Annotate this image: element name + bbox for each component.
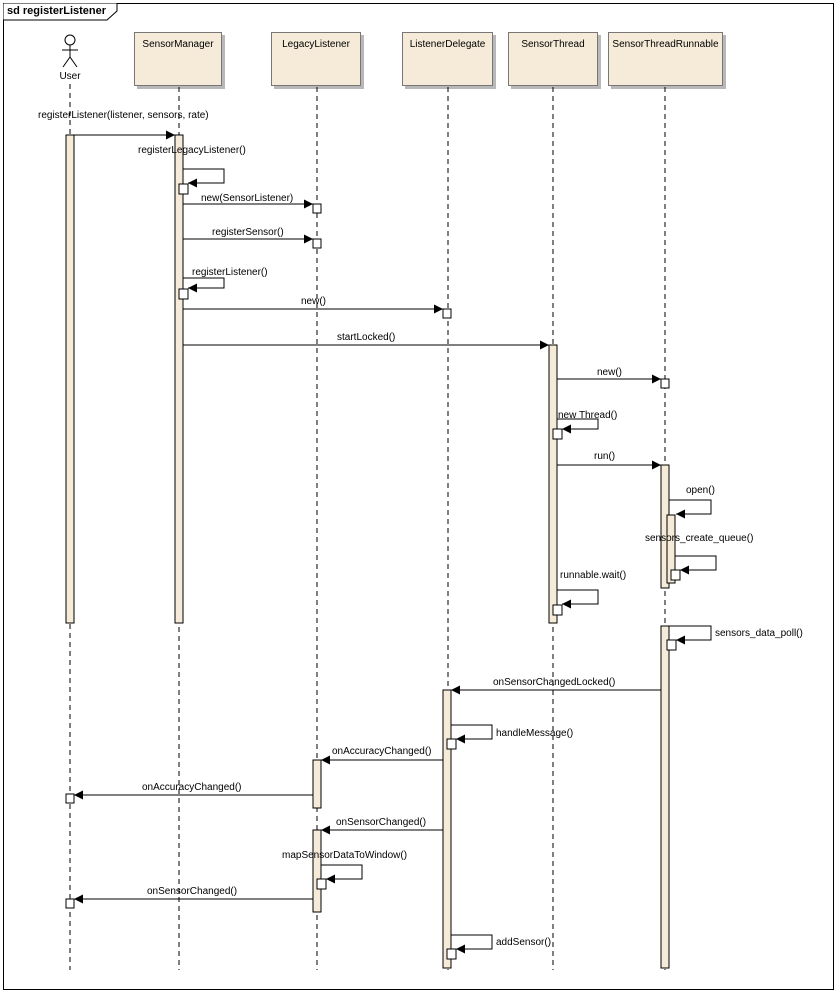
message-label: new Thread() — [558, 410, 617, 421]
message-label: runnable.wait() — [560, 570, 626, 581]
lifeline-legacy-listener[interactable]: LegacyListener — [271, 32, 361, 86]
self-message-arrow — [451, 724, 493, 744]
activation-box — [552, 604, 563, 616]
user-actor-icon — [62, 34, 78, 68]
activation-bar — [442, 689, 452, 969]
actor-label: User — [59, 71, 81, 82]
message-label: registerListener(listener, sensors, rate… — [38, 110, 209, 121]
self-message-arrow — [321, 864, 363, 884]
message-label: new() — [597, 367, 622, 378]
self-message-arrow — [669, 499, 712, 519]
message-label: registerListener() — [192, 267, 268, 278]
lifeline-sensor-manager[interactable]: SensorManager — [134, 32, 222, 86]
self-message-arrow — [669, 625, 712, 645]
activation-box — [666, 639, 677, 651]
self-message-arrow — [183, 168, 225, 188]
message-label: mapSensorDataToWindow() — [282, 850, 407, 861]
self-message-arrow — [557, 589, 599, 609]
activation-bar — [65, 134, 75, 624]
message-label: onSensorChanged() — [336, 817, 426, 828]
self-message-arrow — [451, 934, 493, 954]
activation-box — [552, 428, 563, 440]
frame-tab — [3, 3, 118, 21]
message-label: startLocked() — [337, 332, 395, 343]
activation-bar — [312, 759, 322, 809]
activation-box — [442, 308, 452, 319]
lifeline-sensor-thread-runnable[interactable]: SensorThreadRunnable — [608, 32, 723, 86]
message-label: new(SensorListener) — [201, 193, 293, 204]
message-label: registerLegacyListener() — [138, 145, 246, 156]
lifeline-sensor-thread[interactable]: SensorThread — [508, 32, 598, 86]
activation-box — [660, 378, 670, 389]
message-label: sensors_data_poll() — [715, 628, 803, 639]
message-label: onAccuracyChanged() — [142, 782, 242, 793]
message-label: run() — [594, 451, 615, 462]
activation-box — [316, 878, 327, 890]
message-label: onSensorChangedLocked() — [493, 677, 615, 688]
activation-box — [65, 793, 75, 804]
activation-bar — [666, 514, 676, 584]
activation-box — [312, 238, 322, 249]
activation-box — [312, 203, 322, 214]
activation-bar — [312, 829, 322, 913]
message-label: onSensorChanged() — [147, 886, 237, 897]
activation-box — [178, 288, 189, 300]
message-label: sensors_create_queue() — [645, 533, 753, 544]
activation-box — [446, 738, 457, 750]
frame-title: sd registerListener — [7, 5, 107, 17]
activation-bar — [548, 344, 558, 624]
message-label: open() — [686, 485, 715, 496]
activation-box — [178, 183, 189, 195]
activation-box — [65, 898, 75, 909]
diagram-frame — [3, 3, 834, 990]
message-label: new() — [301, 296, 326, 307]
activation-box — [446, 948, 457, 960]
message-label: handleMessage() — [496, 728, 573, 739]
activation-bar — [660, 625, 670, 969]
activation-bar — [174, 134, 184, 624]
message-label: onAccuracyChanged() — [332, 746, 432, 757]
lifeline-listener-delegate[interactable]: ListenerDelegate — [402, 32, 493, 86]
message-label: addSensor() — [496, 937, 551, 948]
activation-box — [670, 569, 681, 581]
self-message-arrow — [183, 277, 225, 293]
self-message-arrow — [557, 418, 599, 434]
message-label: registerSensor() — [212, 227, 284, 238]
self-message-arrow — [675, 555, 717, 575]
